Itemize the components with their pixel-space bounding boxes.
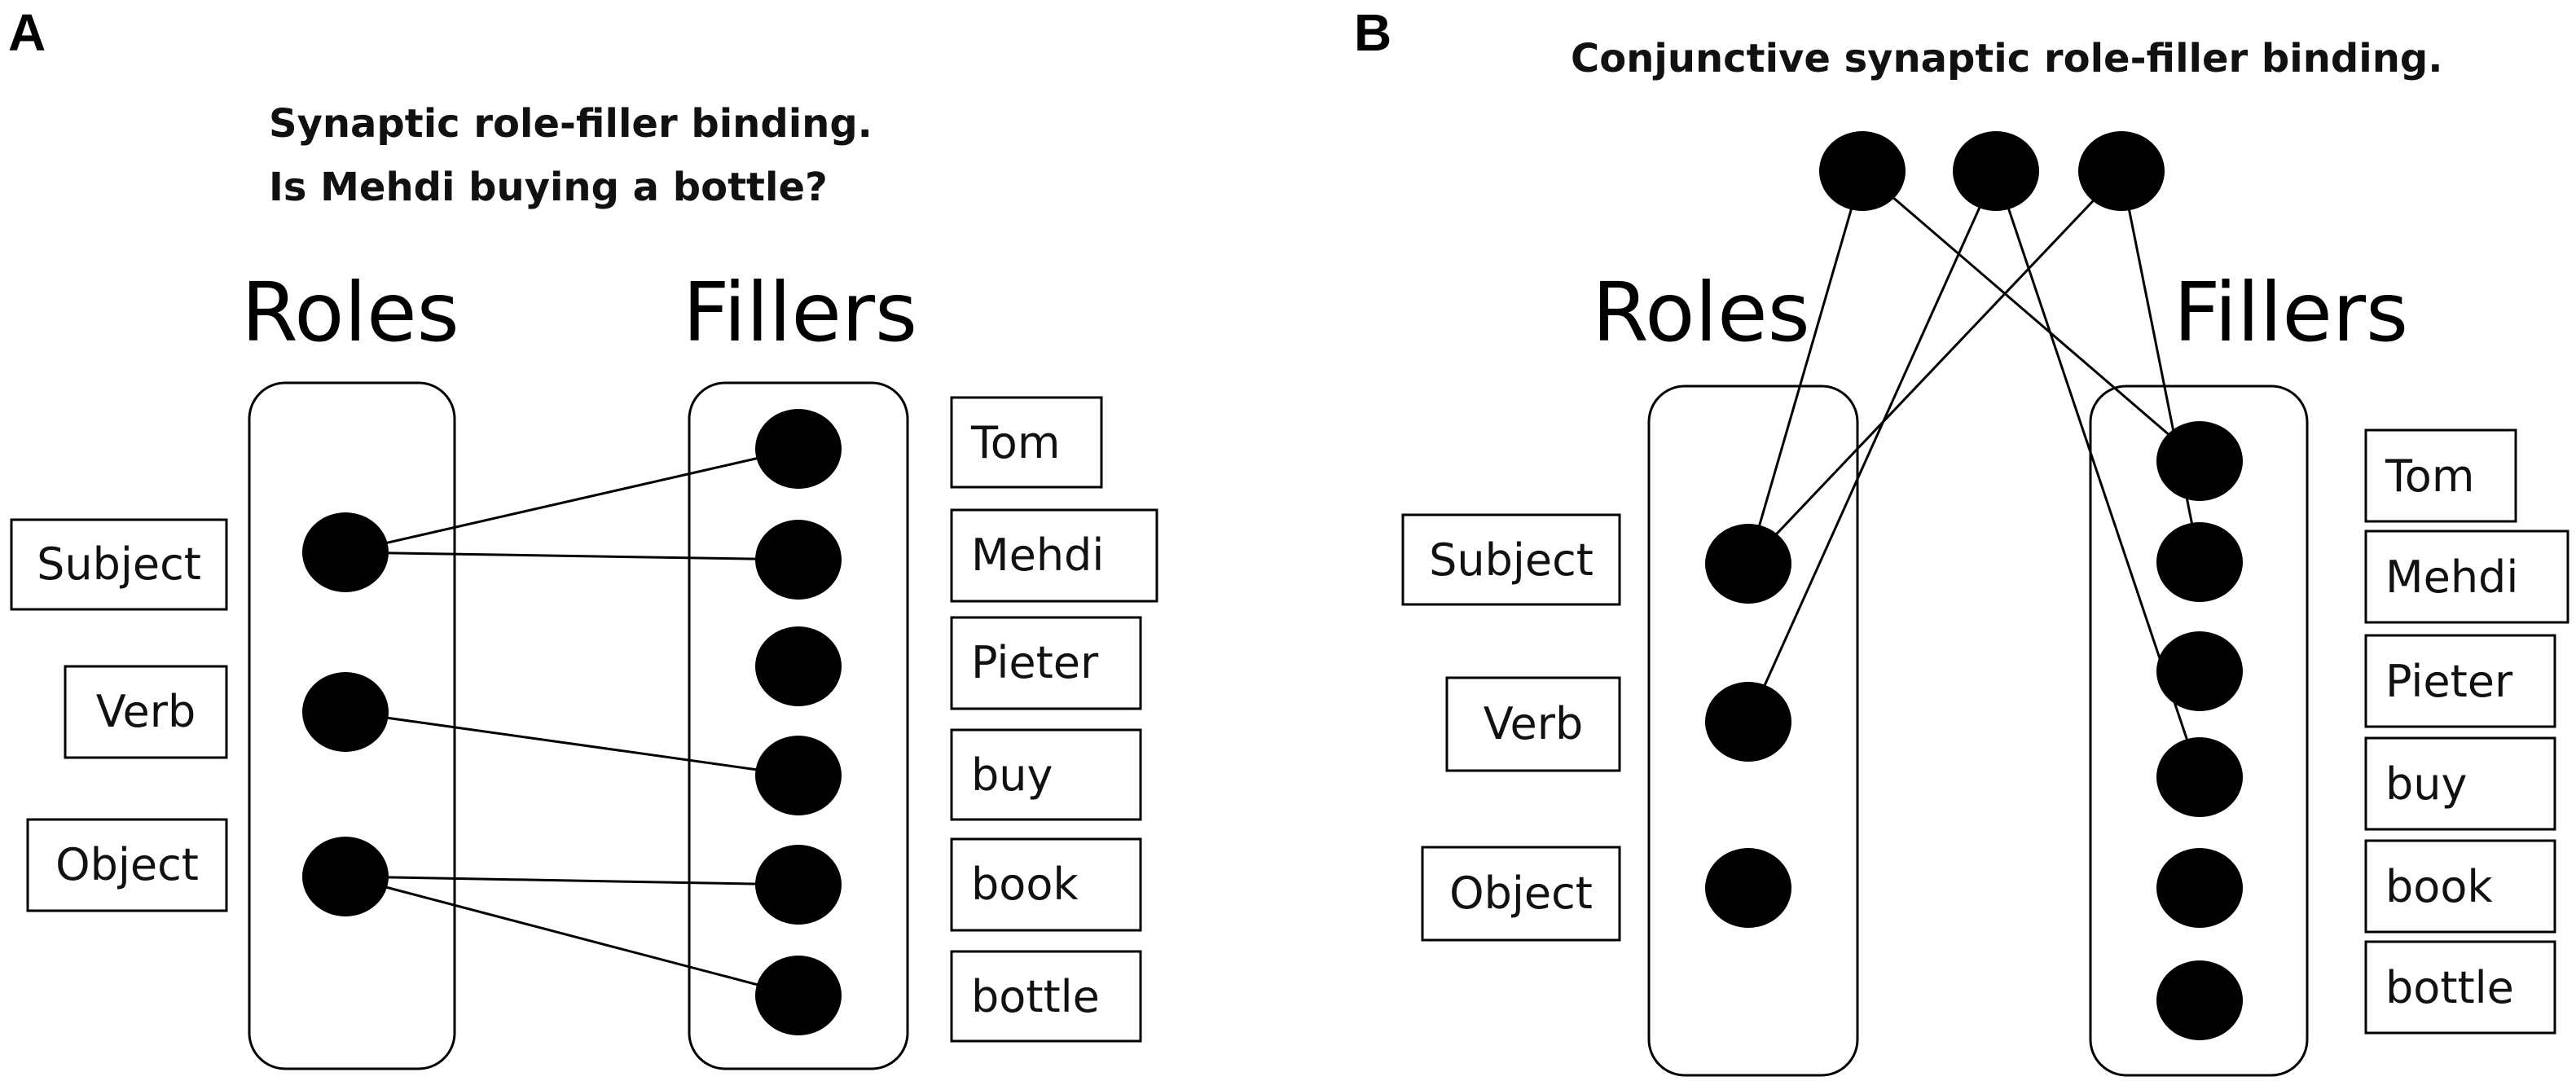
- binding-line-object-book: [345, 875, 799, 886]
- binding-line-verb-buy: [345, 710, 799, 777]
- filler-node-book-b: [2156, 848, 2243, 928]
- role-label-box-object: [26, 818, 228, 912]
- binding-line-object-bottle: [345, 875, 799, 997]
- filler-label-bottle-b: bottle: [2385, 962, 2514, 1013]
- role-node-subject-b: [1705, 524, 1791, 604]
- filler-node-bottle-b: [2156, 960, 2243, 1040]
- filler-label-buy-b: buy: [2385, 758, 2467, 810]
- filler-label-pieter: Pieter: [971, 637, 1099, 688]
- filler-node-buy: [755, 736, 842, 815]
- filler-label-book-b: book: [2385, 861, 2493, 912]
- panel-b-fillers-heading: Fillers: [2174, 265, 2408, 360]
- role-label-object: Object: [55, 839, 199, 890]
- conjunctive-node-verb-buy: [1953, 131, 2039, 211]
- panel-a-letter: A: [8, 3, 46, 62]
- filler-node-pieter: [755, 626, 842, 706]
- panel-a-fillers-group: [688, 381, 909, 1070]
- role-label-object-b: Object: [1449, 868, 1593, 919]
- panel-b: B Conjunctive synaptic role-filler bindi…: [1354, 3, 2569, 1077]
- panel-b-roles-heading: Roles: [1592, 265, 1810, 360]
- filler-node-book: [755, 845, 842, 925]
- filler-node-bottle: [755, 956, 842, 1035]
- filler-label-box-tom: [950, 396, 1103, 489]
- panel-a: A Synaptic role-filler binding. Is Mehdi…: [8, 3, 1158, 1070]
- role-label-subject-b: Subject: [1429, 534, 1594, 586]
- panel-b-letter: B: [1354, 3, 1391, 62]
- conj-link-1-subject: [1747, 170, 1864, 565]
- conj-link-3-subject: [1747, 169, 2123, 565]
- role-node-verb: [302, 672, 389, 752]
- conj-link-3-mehdi: [2120, 170, 2201, 563]
- conjunctive-node-subject-tom: [1819, 131, 1906, 211]
- panel-b-title: Conjunctive synaptic role-filler binding…: [1571, 36, 2442, 81]
- panel-a-roles-heading: Roles: [241, 265, 459, 360]
- role-label-verb: Verb: [96, 686, 196, 737]
- filler-label-tom: Tom: [970, 417, 1060, 468]
- filler-label-box-buy: [950, 728, 1142, 821]
- panel-a-fillers-heading: Fillers: [683, 265, 917, 360]
- panel-a-roles-group: [248, 381, 456, 1070]
- role-label-box-subject-b: [1401, 513, 1621, 606]
- filler-label-box-mehdi: [950, 508, 1158, 603]
- filler-node-mehdi-b: [2156, 522, 2243, 602]
- filler-label-mehdi-b: Mehdi: [2385, 551, 2518, 603]
- panel-b-fillers-group: [2089, 385, 2309, 1077]
- role-node-object-b: [1705, 848, 1791, 928]
- filler-label-book: book: [971, 859, 1079, 910]
- panel-a-bindings: [345, 447, 799, 997]
- conj-link-2-verb: [1747, 170, 1998, 723]
- filler-label-box-mehdi-b: [2364, 530, 2569, 624]
- role-node-object: [302, 837, 389, 916]
- binding-line-subject-mehdi: [345, 551, 799, 561]
- filler-label-box-pieter: [950, 616, 1142, 710]
- filler-label-box-book-b: [2364, 839, 2556, 934]
- role-label-box-verb-b: [1445, 676, 1621, 772]
- filler-label-box-pieter-b: [2364, 634, 2556, 728]
- filler-label-box-tom-b: [2364, 428, 2517, 523]
- conj-link-1-tom: [1862, 169, 2200, 463]
- filler-node-tom-b: [2156, 421, 2243, 501]
- panel-a-title-line2: Is Mehdi buying a bottle?: [269, 165, 828, 210]
- filler-label-box-buy-b: [2364, 736, 2556, 831]
- role-label-box-object-b: [1421, 846, 1621, 942]
- conjunctive-node-subject-mehdi: [2078, 131, 2165, 211]
- role-node-verb-b: [1705, 682, 1791, 762]
- role-label-box-subject: [10, 518, 228, 611]
- role-label-box-verb: [64, 665, 228, 759]
- filler-node-mehdi: [755, 520, 842, 600]
- filler-label-box-bottle: [950, 950, 1142, 1043]
- panel-b-conjunctive-links: [1747, 169, 2201, 778]
- binding-line-subject-tom: [345, 447, 799, 554]
- filler-label-pieter-b: Pieter: [2385, 656, 2513, 707]
- role-label-subject: Subject: [37, 538, 201, 590]
- filler-label-mehdi: Mehdi: [971, 530, 1104, 581]
- filler-node-tom: [755, 409, 842, 489]
- role-label-verb-b: Verb: [1484, 698, 1583, 749]
- filler-label-box-book: [950, 837, 1142, 932]
- filler-label-tom-b: Tom: [2385, 450, 2474, 502]
- filler-label-buy: buy: [971, 749, 1053, 801]
- role-node-subject: [302, 512, 389, 592]
- filler-node-buy-b: [2156, 737, 2243, 817]
- filler-label-box-bottle-b: [2364, 940, 2556, 1035]
- filler-label-bottle: bottle: [971, 971, 1100, 1022]
- panel-b-roles-group: [1647, 385, 1859, 1077]
- filler-node-pieter-b: [2156, 631, 2243, 711]
- panel-a-title-line1: Synaptic role-filler binding.: [269, 101, 873, 147]
